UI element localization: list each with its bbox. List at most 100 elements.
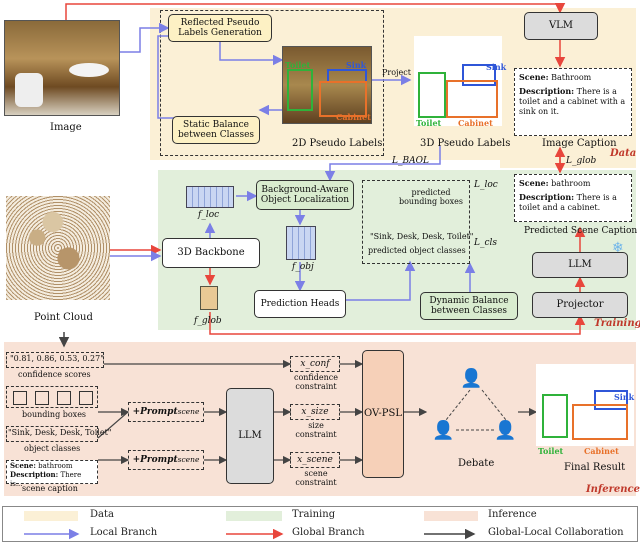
cabinet-bbox-2d bbox=[319, 81, 367, 117]
toilet-label-final: Toilet bbox=[538, 446, 564, 456]
2d-pseudo-labels-label: 2D Pseudo Labels bbox=[292, 138, 383, 149]
confidence-scores-values: "0.81, 0.86, 0.53, 0.27" bbox=[10, 354, 104, 363]
bbox-cube-4 bbox=[79, 391, 93, 405]
prediction-heads-box: Prediction Heads bbox=[254, 290, 346, 318]
scene-caption-label: scene caption bbox=[22, 484, 78, 493]
object-classes-label: object classes bbox=[24, 444, 81, 453]
predicted-caption-label: Predicted Scene Caption bbox=[524, 226, 638, 236]
toilet-label-3d: Toilet bbox=[416, 118, 442, 128]
legend-data-label: Data bbox=[90, 509, 114, 520]
confidence-scores-label: confidence scores bbox=[18, 370, 91, 379]
2d-pseudo-labels-image bbox=[282, 46, 372, 124]
size-constraint-label: size constraint bbox=[295, 421, 337, 439]
training-tag: Training bbox=[594, 318, 640, 329]
toilet-label-2d: Toilet bbox=[285, 60, 311, 70]
ov-psl-box: OV-PSL bbox=[362, 350, 404, 478]
point-cloud-label: Point Cloud bbox=[34, 312, 93, 323]
dynamic-balance-box: Dynamic Balance between Classes bbox=[420, 292, 518, 320]
legend-frame bbox=[2, 506, 638, 542]
legend-inference-label: Inference bbox=[488, 509, 537, 520]
object-classes-list: "Sink, Desk, Desk, Toilet" bbox=[8, 428, 112, 437]
bbox-cube-3 bbox=[57, 391, 71, 405]
f-obj-feature bbox=[286, 226, 316, 260]
l-glob-label: L_glob bbox=[566, 156, 597, 166]
x-size-box: x_size bbox=[290, 404, 340, 420]
legend-inference-swatch bbox=[424, 511, 478, 521]
predicted-classes-list: "Sink, Desk, Desk, Toilet" bbox=[370, 232, 474, 241]
pseudo-label-frame bbox=[160, 10, 384, 156]
bathroom-image bbox=[4, 20, 120, 116]
llm-train-box: LLM bbox=[532, 252, 628, 278]
cabinet-label-2d: Cabinet bbox=[336, 112, 371, 122]
legend-local-label: Local Branch bbox=[90, 527, 158, 538]
cabinet-bbox-final bbox=[572, 404, 628, 440]
sink-bbox-3d bbox=[462, 64, 496, 86]
toilet-bbox-3d bbox=[418, 72, 446, 118]
reflected-pseudo-labels-box: Reflected Pseudo Labels Generation bbox=[168, 14, 272, 42]
image-label: Image bbox=[50, 122, 82, 133]
legend-collab-label: Global-Local Collaboration bbox=[488, 527, 624, 538]
x-scene-box: x_scene bbox=[290, 452, 340, 468]
sink-label-2d: Sink bbox=[346, 60, 367, 70]
predicted-bounding-boxes-label: predicted bounding boxes bbox=[398, 188, 464, 206]
point-cloud-image bbox=[6, 196, 110, 300]
legend-global-label: Global Branch bbox=[292, 527, 365, 538]
bounding-boxes-frame bbox=[6, 386, 98, 408]
l-cls-label: L_cls bbox=[474, 238, 498, 248]
legend-training-label: Training bbox=[292, 509, 336, 520]
confidence-scores-frame bbox=[6, 352, 104, 368]
f-loc-feature bbox=[186, 186, 234, 208]
vlm-box: VLM bbox=[524, 12, 598, 40]
confidence-constraint-label: confidence constraint bbox=[293, 373, 338, 391]
scene-constraint-label: scene constraint bbox=[295, 469, 337, 487]
f-loc-label: f_loc bbox=[198, 210, 220, 220]
llm-infer-box: LLM bbox=[226, 388, 274, 484]
image-caption-label: Image Caption bbox=[542, 138, 617, 149]
final-result-image bbox=[536, 364, 634, 446]
sink-shape bbox=[69, 63, 109, 77]
l-loc-label: L_loc bbox=[474, 180, 498, 190]
legend-data-swatch bbox=[24, 511, 78, 521]
bg-aware-localization-box: Background-Aware Object Localization bbox=[256, 180, 354, 210]
3d-pseudo-labels-label: 3D Pseudo Labels bbox=[420, 138, 511, 149]
person-icon-top: 👤 bbox=[460, 368, 483, 389]
person-icon-left: 👤 bbox=[432, 420, 455, 441]
3d-pseudo-labels-image bbox=[414, 36, 502, 126]
project-label: Project bbox=[382, 68, 411, 77]
final-result-label: Final Result bbox=[564, 462, 626, 473]
debate-label: Debate bbox=[458, 458, 495, 469]
bounding-boxes-label: bounding boxes bbox=[22, 410, 87, 419]
image-caption-box: Scene: Bathroom Description: There is a … bbox=[514, 68, 632, 136]
x-conf-box: x_conf bbox=[290, 356, 340, 372]
predictions-frame bbox=[362, 180, 470, 264]
object-classes-frame bbox=[6, 426, 98, 442]
predicted-caption-box: Scene: bathroom Description: There is a … bbox=[514, 174, 632, 222]
static-balance-box: Static Balance between Classes bbox=[172, 116, 260, 144]
data-tag: Data bbox=[610, 148, 637, 159]
bbox-cube-2 bbox=[35, 391, 49, 405]
bbox-cube-1 bbox=[13, 391, 27, 405]
toilet-bbox-2d bbox=[287, 69, 313, 111]
legend-training-swatch bbox=[226, 511, 282, 521]
toilet-shape bbox=[15, 73, 43, 107]
f-glob-label: f_glob bbox=[194, 316, 222, 326]
l-baol-label: L_BAOL bbox=[392, 156, 429, 166]
inference-tag: Inference bbox=[586, 484, 640, 495]
predicted-object-classes-label: predicted object classes bbox=[368, 246, 466, 255]
f-glob-feature bbox=[200, 286, 218, 310]
cabinet-label-3d: Cabinet bbox=[458, 118, 493, 128]
sink-label-final: Sink bbox=[614, 392, 635, 402]
cabinet-bbox-3d bbox=[446, 80, 498, 118]
sink-bbox-final bbox=[594, 390, 628, 410]
f-obj-label: f_obj bbox=[292, 262, 314, 272]
person-icon-right: 👤 bbox=[494, 420, 517, 441]
projector-box: Projector bbox=[532, 292, 628, 318]
3d-backbone-box: 3D Backbone bbox=[162, 238, 260, 268]
sink-label-3d: Sink bbox=[486, 62, 507, 72]
toilet-bbox-final bbox=[542, 394, 568, 438]
scene-caption-frame: Scene: bathroom Description: There is... bbox=[6, 460, 98, 488]
snowflake-icon: ❄ bbox=[612, 240, 624, 256]
